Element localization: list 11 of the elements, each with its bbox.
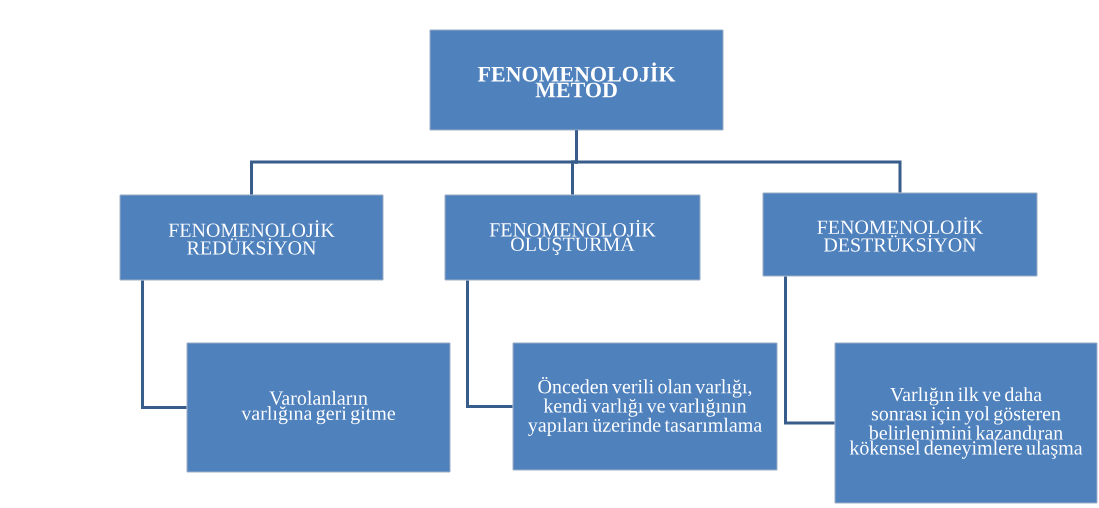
connector: [575, 130, 902, 193]
root-box: FENOMENOLOJİK METOD: [429, 29, 724, 131]
category-box: FENOMENOLOJİK OLUŞTURMA: [444, 194, 701, 281]
connector: [141, 280, 187, 409]
category-box: FENOMENOLOJİK DESTRÜKSİYON: [762, 192, 1038, 277]
connector: [784, 276, 835, 425]
description-box: Varlığın ilk ve daha sonrası için yol gösteren belirlenimini kazandıran kökensel deneyimlere ulaşma: [834, 342, 1098, 504]
description-box: Varolanların varlığına geri gitme: [186, 342, 451, 473]
description-box: Önceden verili olan varlığı, kendi varlığı ve varlığının yapıları üzerinde tasarımlama: [512, 342, 778, 471]
connector: [466, 280, 513, 408]
category-box: FENOMENOLOJİK REDÜKSİYON: [119, 194, 384, 281]
